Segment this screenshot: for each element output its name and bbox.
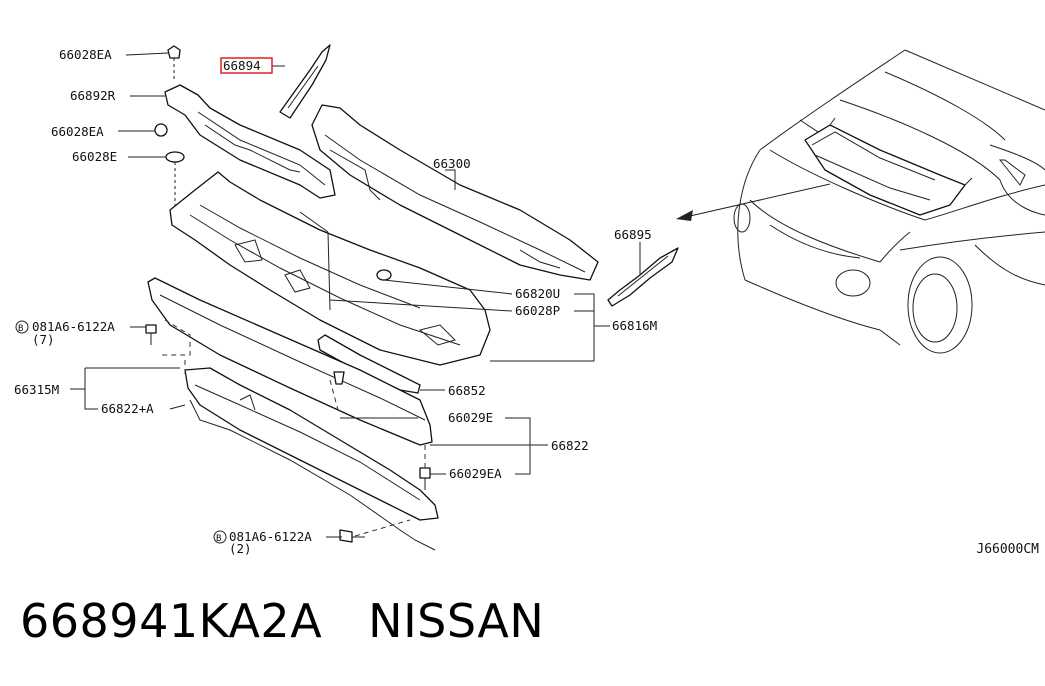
leader-lines (70, 52, 641, 538)
clip-66028ea-top (167, 45, 181, 80)
label-66816m[interactable]: 66816M (612, 318, 657, 333)
label-66029e[interactable]: 66029E (448, 410, 493, 425)
caption: 668941KA2A NISSAN (20, 594, 544, 648)
label-bolt-upper-qty: (7) (32, 332, 55, 347)
guide-lines (160, 319, 426, 537)
label-66894[interactable]: 66894 (223, 58, 261, 73)
label-bolt-lower[interactable]: 081A6-6122A (229, 529, 312, 544)
b-marker-text-1: B (18, 324, 23, 334)
label-66315m[interactable]: 66315M (14, 382, 59, 397)
bolt-lower (339, 529, 365, 543)
part-66822-lower (184, 367, 439, 551)
label-bolt-upper[interactable]: 081A6-6122A (32, 319, 115, 334)
caption-brand: NISSAN (368, 594, 545, 648)
clip-66028ea-mid (154, 123, 168, 137)
figure-code: J66000CM (976, 542, 1039, 557)
part-66820u-cowl-top (169, 171, 491, 366)
part-labels: 66028EA 66894 66892R 66028EA 66028E 6630… (14, 47, 657, 556)
b-marker-icon-2 (213, 530, 227, 544)
label-bolt-lower-qty: (2) (229, 541, 252, 556)
caption-part-number: 668941KA2A (20, 594, 323, 648)
label-66822[interactable]: 66822 (551, 438, 589, 453)
label-66895[interactable]: 66895 (614, 227, 652, 242)
clip-66029e (333, 371, 345, 385)
part-66894-strip (279, 44, 331, 119)
pointer-arrow (676, 183, 831, 221)
label-66028e[interactable]: 66028E (72, 149, 117, 164)
label-66028ea-mid[interactable]: 66028EA (51, 124, 104, 139)
part-66315m-panel (147, 277, 433, 446)
label-66822a[interactable]: 66822+A (101, 401, 154, 416)
part-66300-panel (311, 104, 599, 281)
b-marker-icon (15, 320, 29, 334)
clip-66029ea (419, 467, 431, 490)
part-66895-bracket (607, 247, 679, 307)
bolt-upper (145, 324, 157, 345)
label-66028ea-top[interactable]: 66028EA (59, 47, 112, 62)
clip-66028e (165, 151, 185, 210)
part-66892r-bracket (164, 84, 336, 199)
label-66820u[interactable]: 66820U (515, 286, 560, 301)
label-66300[interactable]: 66300 (433, 156, 471, 171)
label-66852[interactable]: 66852 (448, 383, 486, 398)
label-66029ea[interactable]: 66029EA (449, 466, 502, 481)
highlight-box (220, 57, 273, 74)
vehicle-illustration (733, 49, 1045, 354)
label-66028p[interactable]: 66028P (515, 303, 560, 318)
b-marker-text-2: B (216, 534, 221, 544)
label-66892r[interactable]: 66892R (70, 88, 116, 103)
